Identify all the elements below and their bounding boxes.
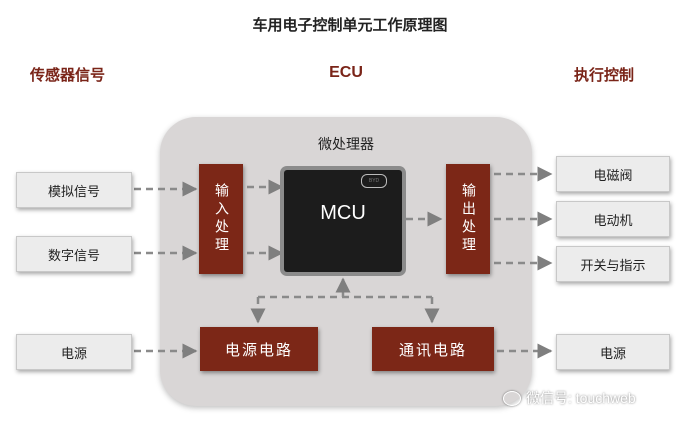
power-input-box: 电源 — [16, 334, 132, 370]
chip-manufacturer-logo: BYD — [361, 174, 387, 188]
watermark: 微信号: touchweb — [503, 388, 636, 408]
input-processing-block: 输入处理 — [199, 164, 243, 274]
output-processing-block: 输出处理 — [446, 164, 490, 274]
digital-signal-box: 数字信号 — [16, 236, 132, 272]
switch-indicator-box: 开关与指示 — [556, 246, 670, 282]
motor-box: 电动机 — [556, 201, 670, 237]
diagram-title: 车用电子控制单元工作原理图 — [252, 16, 448, 34]
wechat-icon — [503, 390, 521, 406]
power-output-box: 电源 — [556, 334, 670, 370]
ecu-header: ECU — [329, 64, 363, 81]
microprocessor-label: 微处理器 — [318, 137, 374, 153]
comm-circuit-block: 通讯电路 — [372, 327, 494, 371]
mcu-label: MCU — [320, 202, 366, 224]
power-circuit-block: 电源电路 — [200, 327, 318, 371]
sensor-signal-header: 传感器信号 — [30, 66, 106, 84]
solenoid-valve-box: 电磁阀 — [556, 156, 670, 192]
actuator-control-header: 执行控制 — [574, 66, 635, 84]
watermark-text: 微信号: touchweb — [526, 390, 636, 406]
chip-logo-text: BYD — [368, 178, 380, 184]
analog-signal-box: 模拟信号 — [16, 172, 132, 208]
